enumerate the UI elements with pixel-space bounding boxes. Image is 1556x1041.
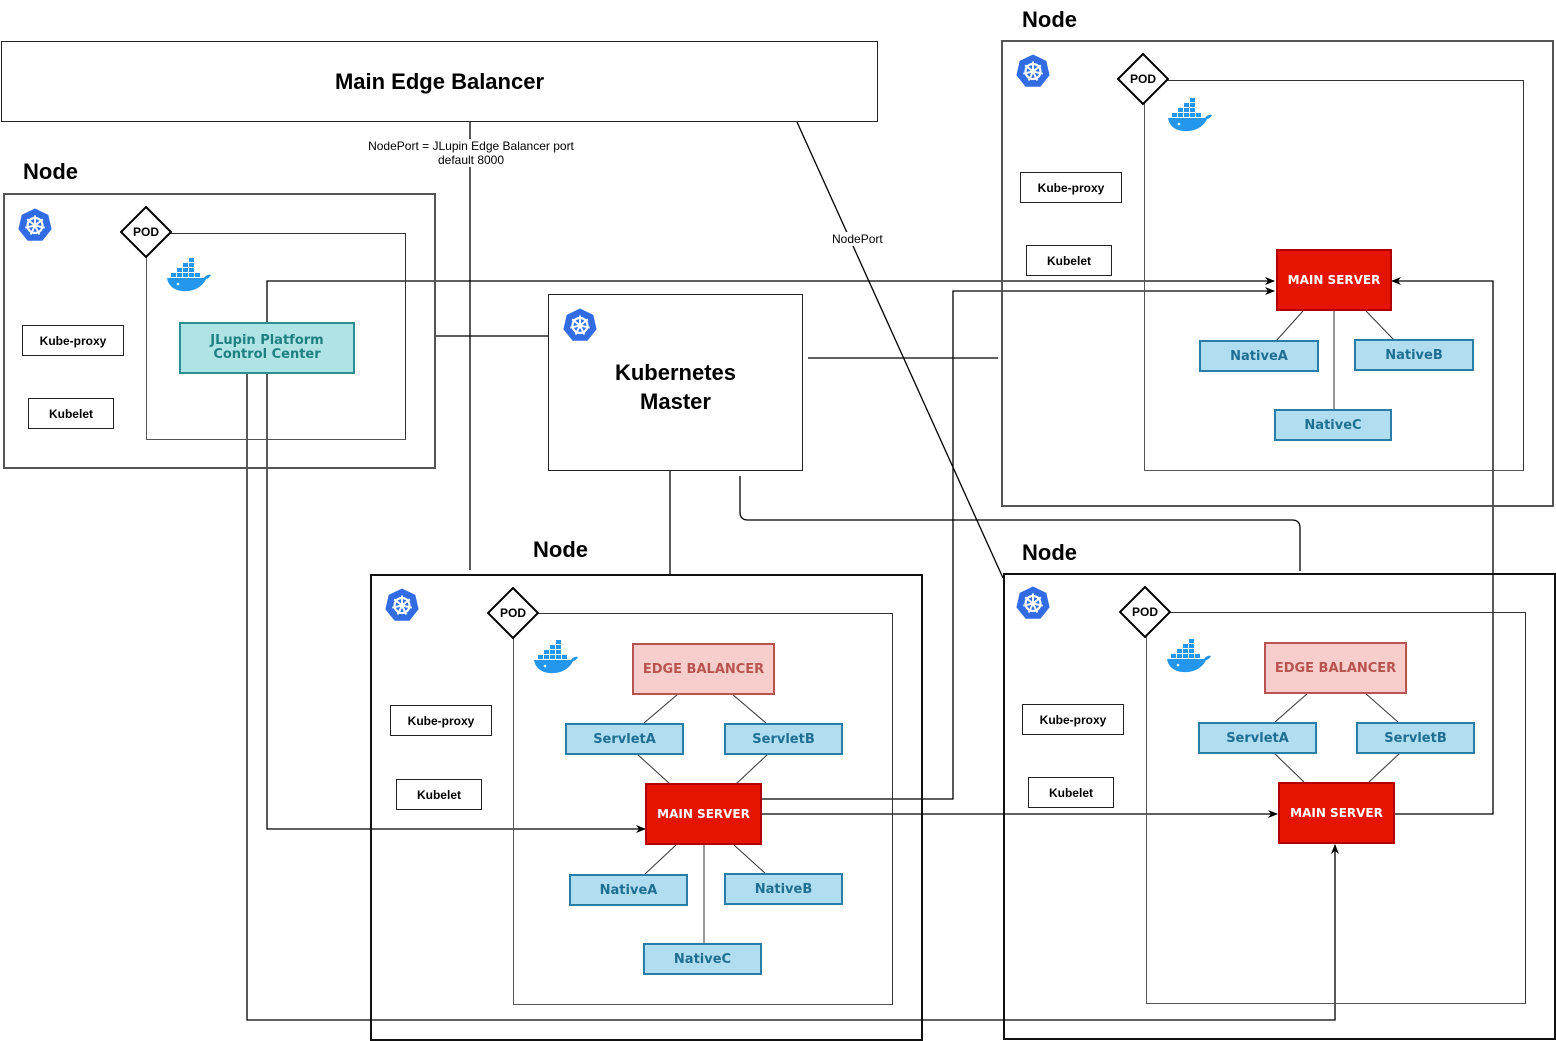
node-left-title: Node [23, 159, 78, 184]
node-top-right-title: Node [1022, 7, 1077, 32]
native-b[interactable]: NativeB [1354, 339, 1474, 371]
edge-bottomright-to-topright-mainserver [1386, 277, 1494, 818]
main-server[interactable]: MAIN SERVER [645, 783, 762, 845]
main-edge-balancer-label: Main Edge Balancer [334, 68, 545, 94]
edge-balancer[interactable]: EDGE BALANCER [632, 643, 775, 695]
pod-marker: POD [1117, 53, 1169, 105]
kubelet[interactable]: Kubelet [396, 779, 482, 810]
node-bottom-right-pod[interactable] [1146, 612, 1526, 1004]
native-a[interactable]: NativeA [1199, 340, 1319, 372]
kubernetes-master-line2: Master [640, 388, 711, 414]
servlet-a[interactable]: ServletA [1198, 722, 1317, 754]
node-left[interactable] [3, 193, 436, 469]
pod-marker: POD [487, 587, 539, 639]
native-c[interactable]: NativeC [643, 943, 762, 975]
kubelet[interactable]: Kubelet [1026, 245, 1112, 276]
node-left-pod[interactable] [146, 233, 406, 440]
edge-balancer[interactable]: EDGE BALANCER [1264, 642, 1407, 694]
node-bottom-center-title: Node [533, 537, 588, 562]
kube-proxy[interactable]: Kube-proxy [390, 705, 492, 736]
jlupin-platform-control-center[interactable]: JLupin Platform Control Center [179, 322, 355, 374]
kubernetes-icon [18, 208, 52, 241]
kubernetes-icon [1016, 54, 1050, 87]
servlet-a[interactable]: ServletA [565, 723, 684, 755]
docker-icon [534, 640, 578, 674]
kube-proxy[interactable]: Kube-proxy [1020, 172, 1122, 203]
kubernetes-icon [563, 308, 597, 341]
main-edge-balancer[interactable]: Main Edge Balancer [1, 41, 878, 122]
edge-mainbalancer-to-node-bottom-right [796, 121, 1004, 579]
main-server[interactable]: MAIN SERVER [1276, 249, 1392, 311]
native-a[interactable]: NativeA [569, 874, 688, 906]
docker-icon [167, 258, 211, 292]
edge-label-nodeport-secondary: NodePort [832, 232, 883, 246]
native-b[interactable]: NativeB [724, 873, 843, 905]
servlet-b[interactable]: ServletB [724, 723, 843, 755]
kubelet[interactable]: Kubelet [1028, 777, 1114, 808]
edge-label-nodeport-main: NodePort = JLupin Edge Balancer port def… [360, 139, 582, 167]
docker-icon [1168, 98, 1212, 132]
kubernetes-icon [385, 588, 419, 621]
kube-proxy[interactable]: Kube-proxy [22, 325, 124, 356]
native-c[interactable]: NativeC [1274, 409, 1392, 441]
node-bottom-center-pod[interactable] [513, 613, 893, 1005]
servlet-b[interactable]: ServletB [1356, 722, 1475, 754]
main-server[interactable]: MAIN SERVER [1278, 782, 1395, 844]
pod-marker: POD [1119, 586, 1171, 638]
edge-control-center-to-bottomright-mainserver [246, 374, 1339, 1021]
node-bottom-right-title: Node [1022, 540, 1077, 565]
kubelet[interactable]: Kubelet [28, 398, 114, 429]
node-top-right[interactable] [1001, 40, 1554, 507]
kubernetes-icon [1016, 586, 1050, 619]
docker-icon [1167, 639, 1211, 673]
edge-bottomcenter-to-topright-mainserver [753, 287, 1275, 803]
pod-marker: POD [120, 206, 172, 258]
kube-proxy[interactable]: Kube-proxy [1022, 704, 1124, 735]
kubernetes-master-line1: Kubernetes [614, 359, 737, 385]
edge-control-center-to-bottomcenter-mainserver [266, 374, 646, 833]
node-top-right-pod[interactable] [1144, 80, 1524, 471]
node-bottom-center[interactable] [370, 574, 923, 1041]
node-bottom-right[interactable] [1003, 573, 1556, 1040]
